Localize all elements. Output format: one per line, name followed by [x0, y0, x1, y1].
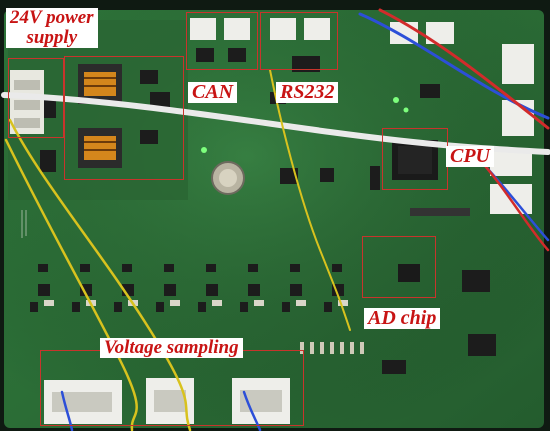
transformer-bottom — [78, 128, 122, 168]
label-cpu: CPU — [446, 146, 494, 167]
transformer-top — [78, 64, 122, 104]
cpu-box — [382, 128, 448, 190]
voltage-sampling-box — [40, 350, 304, 426]
label-power-supply: 24V power supply — [6, 8, 98, 48]
power-supply-box — [8, 58, 64, 138]
label-voltage-sampling: Voltage sampling — [100, 338, 243, 358]
label-ad-chip: AD chip — [364, 308, 441, 329]
ad-chip — [398, 264, 420, 282]
sampling-components — [30, 264, 344, 312]
power-module-box — [64, 56, 184, 180]
label-can: CAN — [188, 82, 238, 103]
rs232-box — [260, 12, 338, 70]
ad-chip-box — [362, 236, 436, 298]
can-box — [186, 12, 258, 70]
label-rs232: RS232 — [276, 82, 339, 103]
